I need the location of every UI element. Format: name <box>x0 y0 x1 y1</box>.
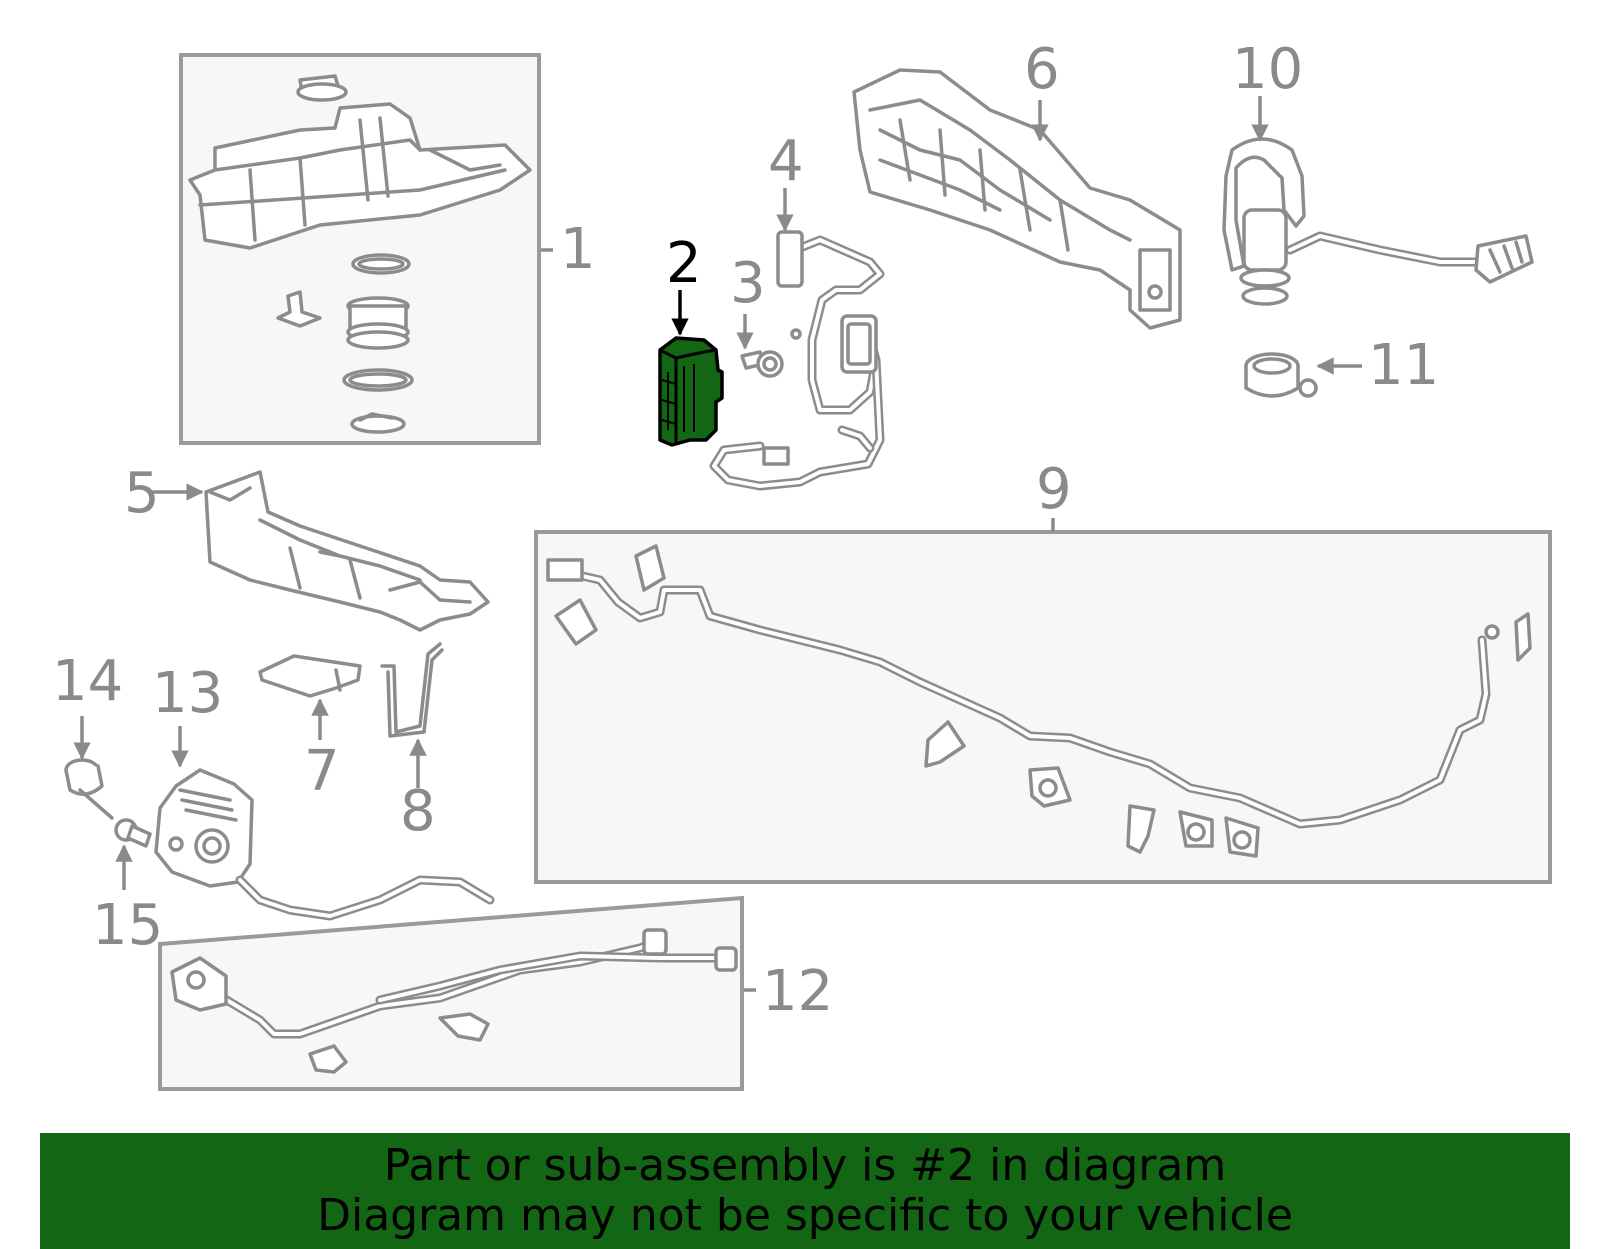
callout-12: 12 <box>762 959 833 1024</box>
info-banner: Part or sub-assembly is #2 in diagram Di… <box>40 1133 1570 1249</box>
callout-3: 3 <box>730 251 766 316</box>
part-4-harness: 4 <box>709 129 885 491</box>
part-11-clamp: 11 <box>1244 333 1439 398</box>
part-10-sensor: 10 <box>1222 37 1534 306</box>
part-6-shield: 6 <box>852 37 1182 330</box>
callout-4: 4 <box>768 129 804 194</box>
callout-2: 2 <box>666 231 702 296</box>
callout-6: 6 <box>1024 37 1060 102</box>
part-8-strap: 8 <box>380 642 444 844</box>
callout-10: 10 <box>1232 37 1303 102</box>
part-9-frame <box>534 530 1552 884</box>
callout-15: 15 <box>92 893 163 958</box>
banner-line-2: Diagram may not be specific to your vehi… <box>317 1190 1293 1241</box>
part-13-filler: 13 <box>152 661 495 921</box>
part-5-shield: 5 <box>124 461 490 632</box>
part-14-clip: 14 <box>52 649 123 820</box>
part-7-bracket: 7 <box>258 654 362 804</box>
callout-13: 13 <box>152 661 223 726</box>
callout-14: 14 <box>52 649 123 714</box>
callout-7: 7 <box>304 739 340 804</box>
callout-9: 9 <box>1036 457 1072 522</box>
part-1-group: 1 <box>179 53 596 445</box>
callout-8: 8 <box>400 779 436 844</box>
part-3-bolt: 3 <box>730 251 784 378</box>
part-15-bolt: 15 <box>92 818 163 958</box>
part-2-module: 2 <box>658 231 724 447</box>
part-12-group: 12 <box>158 895 833 1091</box>
banner-line-1: Part or sub-assembly is #2 in diagram <box>383 1140 1227 1191</box>
callout-5: 5 <box>124 461 160 526</box>
callout-11: 11 <box>1368 333 1439 398</box>
callout-1: 1 <box>560 217 596 282</box>
part-9-group: 9 <box>534 457 1552 884</box>
